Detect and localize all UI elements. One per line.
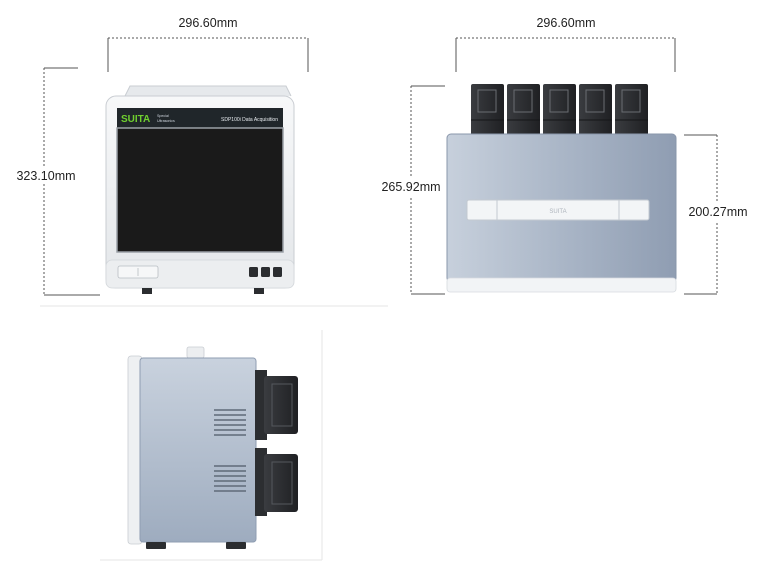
side-handle-nub xyxy=(186,346,205,359)
probe-connectors xyxy=(471,84,648,138)
probe-connector xyxy=(615,84,648,138)
front-foot-left xyxy=(142,288,152,294)
top-front-bezel-edge xyxy=(446,277,677,293)
brand-sub-2: Ultrasonics xyxy=(157,119,175,123)
probe-connector xyxy=(543,84,576,138)
front-button-1 xyxy=(249,267,258,277)
front-button-2 xyxy=(261,267,270,277)
front-width-label: 296.60mm xyxy=(178,16,237,30)
top-handle xyxy=(466,199,650,221)
display-screen xyxy=(116,127,284,253)
top-total-height-label: 265.92mm xyxy=(381,180,440,194)
top-body-height-dimension: 200.27mm xyxy=(684,134,750,295)
side-view xyxy=(100,330,323,561)
probe-connector xyxy=(579,84,612,138)
side-connector-upper xyxy=(255,370,298,440)
front-width-dimension: 296.60mm xyxy=(107,16,309,72)
side-connector-lower xyxy=(255,448,298,516)
carry-handle xyxy=(124,85,292,97)
side-vent-lower xyxy=(214,465,246,492)
front-height-label: 323.10mm xyxy=(16,169,75,183)
top-total-height-dimension: 265.92mm xyxy=(380,85,445,295)
header-strip xyxy=(117,108,283,128)
top-width-dimension: 296.60mm xyxy=(455,16,676,72)
model-title: SDP100i Data Acquisition xyxy=(221,117,278,123)
front-foot-right xyxy=(254,288,264,294)
side-foot-rear xyxy=(226,542,246,549)
top-view: 296.60mm 265.92mm 200.27mm xyxy=(380,16,750,295)
front-button-3 xyxy=(273,267,282,277)
handle-brand-label: SUITA xyxy=(549,209,566,215)
front-height-dimension: 323.10mm xyxy=(14,67,100,296)
side-vent-upper xyxy=(214,409,246,436)
probe-connector xyxy=(507,84,540,138)
side-body xyxy=(139,357,257,543)
front-view: 296.60mm 323.10mm SUITA Special Ultrason… xyxy=(14,16,388,307)
side-foot-front xyxy=(146,542,166,549)
probe-connector xyxy=(471,84,504,138)
brand-sub-1: Special xyxy=(157,114,169,118)
top-body-height-label: 200.27mm xyxy=(688,205,747,219)
brand-logo: SUITA xyxy=(121,114,150,125)
top-width-label: 296.60mm xyxy=(536,16,595,30)
